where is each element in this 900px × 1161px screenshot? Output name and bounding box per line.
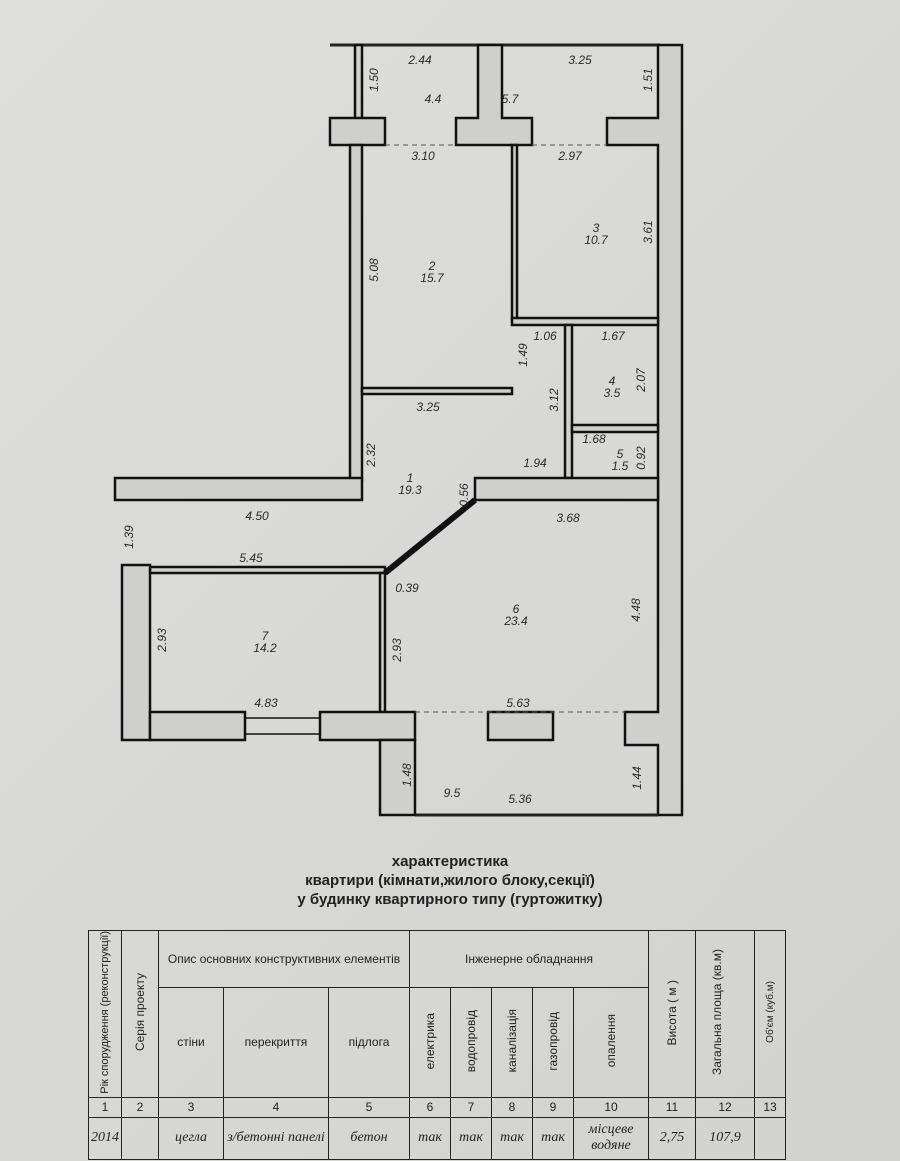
room-area: 15.7 <box>420 271 445 285</box>
header-series: Серія проекту <box>133 973 147 1052</box>
dimension-label: 0.39 <box>395 581 419 595</box>
room-area: 14.2 <box>253 641 277 655</box>
column-number: 5 <box>328 1096 410 1118</box>
title-line: у будинку квартирного типу (гуртожитку) <box>297 891 603 908</box>
room-number: 4 <box>609 374 616 388</box>
dimension-label: 1.06 <box>533 329 557 343</box>
column-number: 11 <box>648 1096 696 1118</box>
dimension-label: 1.94 <box>523 456 547 470</box>
dimension-label: 2.07 <box>634 367 648 393</box>
dimension-label: 2.93 <box>390 638 404 663</box>
dimension-label: 3.25 <box>416 400 440 414</box>
header-volume: Об'єм (куб.м) <box>764 981 776 1044</box>
dimension-label: 2.93 <box>155 628 169 653</box>
header-electricity: електрика <box>423 1012 437 1070</box>
cell-sewer: так <box>491 1116 533 1160</box>
dimension-label: 1.49 <box>516 343 530 367</box>
column-number: 8 <box>491 1096 533 1118</box>
cell-heating: місцеве водяне <box>573 1116 649 1160</box>
title-line: характеристика <box>391 853 509 870</box>
dimension-label: 1.67 <box>601 329 626 343</box>
dimension-label: 3.61 <box>641 220 655 243</box>
column-number: 1 <box>88 1096 122 1118</box>
column-number: 13 <box>754 1096 786 1118</box>
balcony-area: 4.4 <box>425 92 442 106</box>
room-number: 1 <box>407 471 414 485</box>
dimension-label: 5.45 <box>239 551 263 565</box>
column-number: 10 <box>573 1096 649 1118</box>
dimension-label: 5.63 <box>506 696 530 710</box>
dimension-label: 3.12 <box>547 388 561 412</box>
column-number: 9 <box>532 1096 574 1118</box>
room-area: 10.7 <box>584 233 609 247</box>
room-number: 3 <box>593 221 600 235</box>
cell-area: 107,9 <box>695 1116 755 1160</box>
cell-gas: так <box>532 1116 574 1160</box>
dimension-label: 2.32 <box>364 443 378 468</box>
dimension-label: 1.68 <box>582 432 606 446</box>
dimension-label: 4.48 <box>629 598 643 622</box>
dimension-label: 5.08 <box>367 258 381 282</box>
dimension-label: 4.50 <box>245 509 269 523</box>
cell-series <box>121 1116 159 1160</box>
room-area: 19.3 <box>398 483 422 497</box>
header-engineering: Інженерне обладнання <box>409 929 649 989</box>
title-line: квартири (кімнати,жилого блоку,секції) <box>305 872 595 889</box>
room-area: 1.5 <box>612 459 629 473</box>
header-year: Рік спорудження (реконструкції) <box>99 931 111 1094</box>
dimension-label: 1.44 <box>630 766 644 790</box>
header-structure: Опис основних конструктивних елементів <box>158 929 410 989</box>
header-ceilings: перекриття <box>223 987 329 1098</box>
header-area: Загальна площа (кв.м) <box>710 949 724 1076</box>
column-number: 6 <box>409 1096 451 1118</box>
dimension-label: 3.10 <box>411 149 435 163</box>
dimension-label: 4.83 <box>254 696 278 710</box>
characteristics-table: Рік спорудження (реконструкції) Серія пр… <box>88 929 786 1160</box>
table-row: 2014 цегла з/бетонні панелі бетон так та… <box>88 1116 786 1160</box>
column-number: 2 <box>121 1096 159 1118</box>
cell-height: 2,75 <box>648 1116 696 1160</box>
header-heating: опалення <box>604 1014 618 1068</box>
cell-walls: цегла <box>158 1116 224 1160</box>
room-number: 6 <box>513 602 520 616</box>
dimension-label: 0.56 <box>457 483 471 507</box>
dimension-label: 3.25 <box>568 53 592 67</box>
column-number: 4 <box>223 1096 329 1118</box>
dimension-label: 3.68 <box>556 511 580 525</box>
header-sewer: каналізація <box>505 1009 519 1073</box>
walls <box>113 43 684 817</box>
column-number: 3 <box>158 1096 224 1118</box>
dimension-label: 1.48 <box>400 763 414 787</box>
cell-electricity: так <box>409 1116 451 1160</box>
cell-volume <box>754 1116 786 1160</box>
header-floor: підлога <box>328 987 410 1098</box>
cell-water: так <box>450 1116 492 1160</box>
header-walls: стіни <box>158 987 224 1098</box>
column-number: 7 <box>450 1096 492 1118</box>
dimension-label: 2.44 <box>407 53 432 67</box>
room-number: 5 <box>617 447 624 461</box>
room-area: 23.4 <box>503 614 528 628</box>
room-number: 7 <box>262 629 270 643</box>
dimension-label: 0.92 <box>634 446 648 470</box>
dimension-label: 5.36 <box>508 792 532 806</box>
balcony-area: 9.5 <box>444 786 461 800</box>
cell-ceilings: з/бетонні панелі <box>223 1116 329 1160</box>
dimension-label: 1.51 <box>641 68 655 91</box>
room-number: 2 <box>428 259 436 273</box>
dimension-label: 1.50 <box>367 68 381 92</box>
balcony-area: 5.7 <box>502 92 520 106</box>
document-title: характеристика квартири (кімнати,жилого … <box>0 852 900 909</box>
dimension-label: 1.39 <box>122 525 136 549</box>
room-area: 3.5 <box>604 386 621 400</box>
header-water: водопровід <box>464 1009 478 1073</box>
header-height: Висота ( м ) <box>665 979 679 1046</box>
column-number: 12 <box>695 1096 755 1118</box>
cell-year: 2014 <box>88 1116 122 1160</box>
cell-floor: бетон <box>328 1116 410 1160</box>
dimension-label: 2.97 <box>557 149 583 163</box>
header-gas: газопровід <box>546 1011 560 1071</box>
floor-plan: 119.3 215.7 310.7 43.5 51.5 623.4 714.2 4.4 5.7 9… <box>113 43 684 817</box>
